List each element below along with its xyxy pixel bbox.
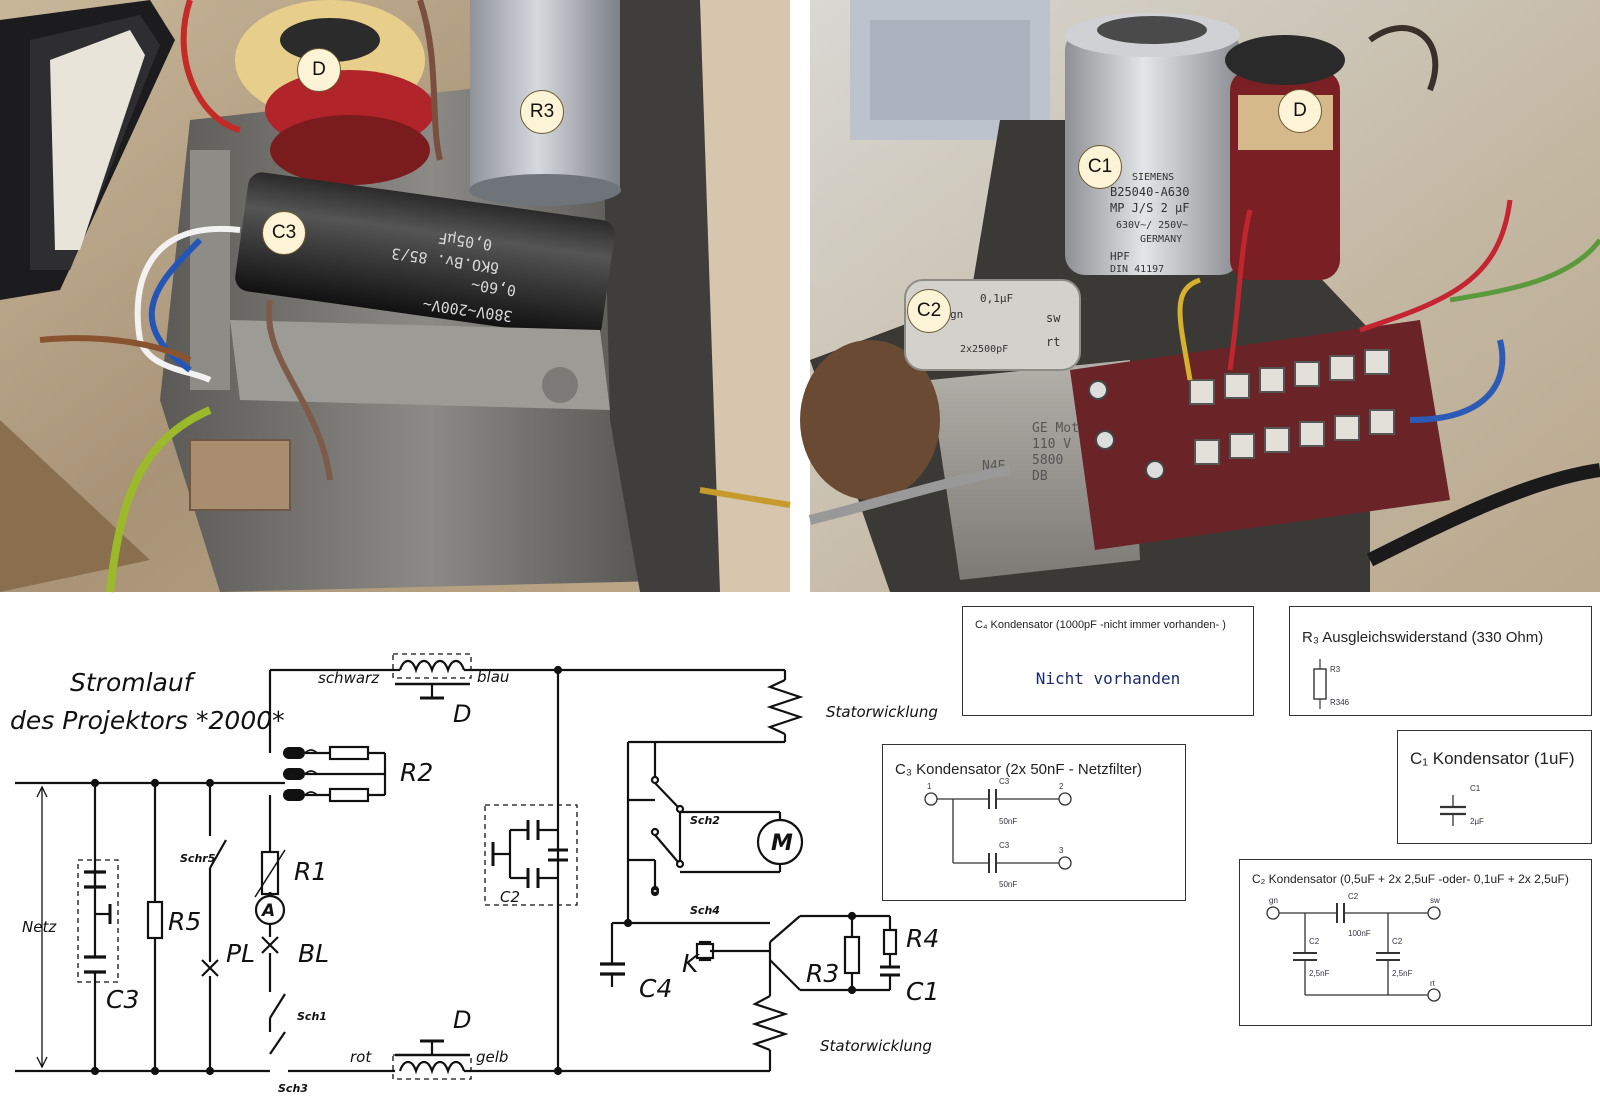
label-schwarz: schwarz: [318, 669, 380, 687]
c1-print-4: 630V~/ 250V~: [1116, 220, 1188, 231]
legend-r3-title: R₃ Ausgleichswiderstand (330 Ohm): [1302, 629, 1544, 646]
legend-c2-ref-a: C2: [1348, 892, 1359, 901]
photo-left-badge-c3: C3: [262, 211, 306, 255]
legend-c3-pin1: 1: [927, 782, 932, 791]
photo-right-badge-c1: C1: [1078, 145, 1122, 189]
photo-right-badge-d: D: [1278, 89, 1322, 133]
legend-c2-pin-sw: sw: [1430, 896, 1440, 905]
legend-c2-val-c: 2,5nF: [1392, 969, 1413, 978]
legend-c3-title: C₃ Kondensator (2x 50nF - Netzfilter): [895, 761, 1143, 778]
label-r4: R4: [906, 924, 939, 953]
c2-print-4: rt: [1046, 335, 1060, 349]
label-r3: R3: [806, 959, 839, 988]
legend-c3-val-a: 50nF: [999, 817, 1017, 826]
c1-print-1: SIEMENS: [1132, 172, 1174, 183]
label-r2: R2: [400, 758, 433, 787]
label-sch1: Sch1: [297, 1010, 327, 1023]
schematic-title-line2: des Projektors *2000*: [10, 706, 285, 735]
circuit-schematic: Stromlauf des Projektors *2000* schwarz …: [0, 592, 939, 1102]
label-c1: C1: [906, 977, 939, 1006]
label-sch3: Sch3: [278, 1082, 308, 1095]
c2-print-5: 2x2500pF: [960, 344, 1008, 355]
label-schr5: Schr5: [180, 852, 216, 865]
legend-r3-symbol: R3 R346: [1313, 659, 1350, 709]
c2-print-3: sw: [1046, 311, 1061, 325]
legend-c3-pin3: 3: [1059, 846, 1064, 855]
legend-c1-symbol: C1 2µF: [1440, 784, 1484, 826]
legend-box-c2: C₂ Kondensator (0,5uF + 2x 2,5uF -oder- …: [1239, 859, 1592, 1026]
c1-print-2: B25040-A630: [1110, 185, 1189, 199]
legend-c1-val: 2µF: [1470, 817, 1484, 826]
label-bl: BL: [298, 939, 329, 968]
legend-c2-ref-c: C2: [1392, 937, 1403, 946]
c2-print-1: 0,1µF: [980, 292, 1013, 305]
photo-right-badge-c2: C2: [907, 289, 951, 333]
label-rot: rot: [350, 1048, 372, 1066]
motor-print-3: 5800: [1032, 453, 1063, 468]
label-m: M: [771, 831, 793, 856]
label-sch2: Sch2: [690, 814, 720, 827]
legend-c1-title: C₁ Kondensator (1uF): [1410, 749, 1575, 768]
legend-c3-ref-a: C3: [999, 777, 1010, 786]
motor-print-1: GE Mot: [1032, 421, 1079, 436]
legend-c1-ref: C1: [1470, 784, 1481, 793]
c1-print-5: GERMANY: [1140, 234, 1182, 245]
photo-right-illustration: GE Mot 110 V 5800 DB N4E SIEMENS B25040-…: [800, 0, 1600, 592]
legend-box-c1: C₁ Kondensator (1uF) C1 2µF: [1397, 730, 1592, 844]
legend-box-c4: C₄ Kondensator (1000pF -nicht immer vorh…: [962, 606, 1254, 716]
legend-c4-title: C₄ Kondensator (1000pF -nicht immer vorh…: [975, 619, 1226, 631]
schematic-drawing: Stromlauf des Projektors *2000* schwarz …: [10, 653, 939, 1095]
legend-c3-val-b: 50nF: [999, 880, 1017, 889]
label-sch4: Sch4: [690, 904, 720, 917]
label-statorwicklung-bottom: Statorwicklung: [820, 1037, 932, 1055]
legend-r3-val: R346: [1330, 698, 1350, 707]
legend-c3-ref-b: C3: [999, 841, 1010, 850]
legend-box-r3: R₃ Ausgleichswiderstand (330 Ohm) R3 R34…: [1289, 606, 1592, 716]
legend-c3-pin2: 2: [1059, 782, 1064, 791]
label-k: K: [682, 949, 701, 978]
label-netz: Netz: [22, 918, 57, 936]
motor-print-2: 110 V: [1032, 437, 1071, 452]
label-r1: R1: [294, 857, 327, 886]
label-blau: blau: [477, 668, 509, 686]
legend-c2-pin-rt: rt: [1430, 979, 1436, 988]
label-d-bottom: D: [453, 1006, 471, 1034]
c1-print-3: MP J/S 2 µF: [1110, 201, 1189, 215]
label-a: A: [260, 901, 275, 921]
schematic-title-line1: Stromlauf: [70, 668, 196, 697]
photo-left-illustration: 0,05µF 0,60~ δKO.Bv. 85/3 380V~200V~: [0, 0, 791, 593]
label-pl: PL: [226, 939, 255, 968]
legend-c2-ref-b: C2: [1309, 937, 1320, 946]
label-r5: R5: [168, 907, 201, 936]
c2-print-2: gn: [950, 308, 963, 321]
photo-left: 0,05µF 0,60~ δKO.Bv. 85/3 380V~200V~ D R…: [0, 0, 791, 593]
label-c4: C4: [639, 974, 672, 1003]
c1-print-7: DIN 41197: [1110, 264, 1164, 275]
label-c2: C2: [500, 888, 520, 906]
motor-print-4: DB: [1032, 469, 1048, 484]
label-gelb: gelb: [476, 1048, 508, 1066]
label-statorwicklung-top: Statorwicklung: [826, 703, 938, 721]
photo-left-badge-r3: R3: [520, 90, 564, 134]
legend-c2-val-a: 100nF: [1348, 929, 1371, 938]
legend-box-c3: C₃ Kondensator (2x 50nF - Netzfilter) 1 …: [882, 744, 1186, 901]
label-c3: C3: [106, 985, 139, 1014]
legend-r3-ref: R3: [1330, 665, 1341, 674]
legend-c3-symbol: 1 2 3 C3 50nF C3 50nF: [924, 777, 1072, 889]
legend-c2-symbol: gn sw rt C2 100nF C2 2,5nF C2 2,5nF: [1266, 892, 1441, 1002]
legend-c2-val-b: 2,5nF: [1309, 969, 1330, 978]
c1-print-6: HPF: [1110, 250, 1130, 263]
legend-c2-pin-gn: gn: [1269, 896, 1278, 905]
photo-right: GE Mot 110 V 5800 DB N4E SIEMENS B25040-…: [800, 0, 1600, 592]
legend-c2-title: C₂ Kondensator (0,5uF + 2x 2,5uF -oder- …: [1252, 872, 1569, 886]
label-d-top: D: [453, 700, 471, 728]
photo-left-badge-d: D: [297, 48, 341, 92]
legend-c4-status: Nicht vorhanden: [1035, 669, 1181, 688]
